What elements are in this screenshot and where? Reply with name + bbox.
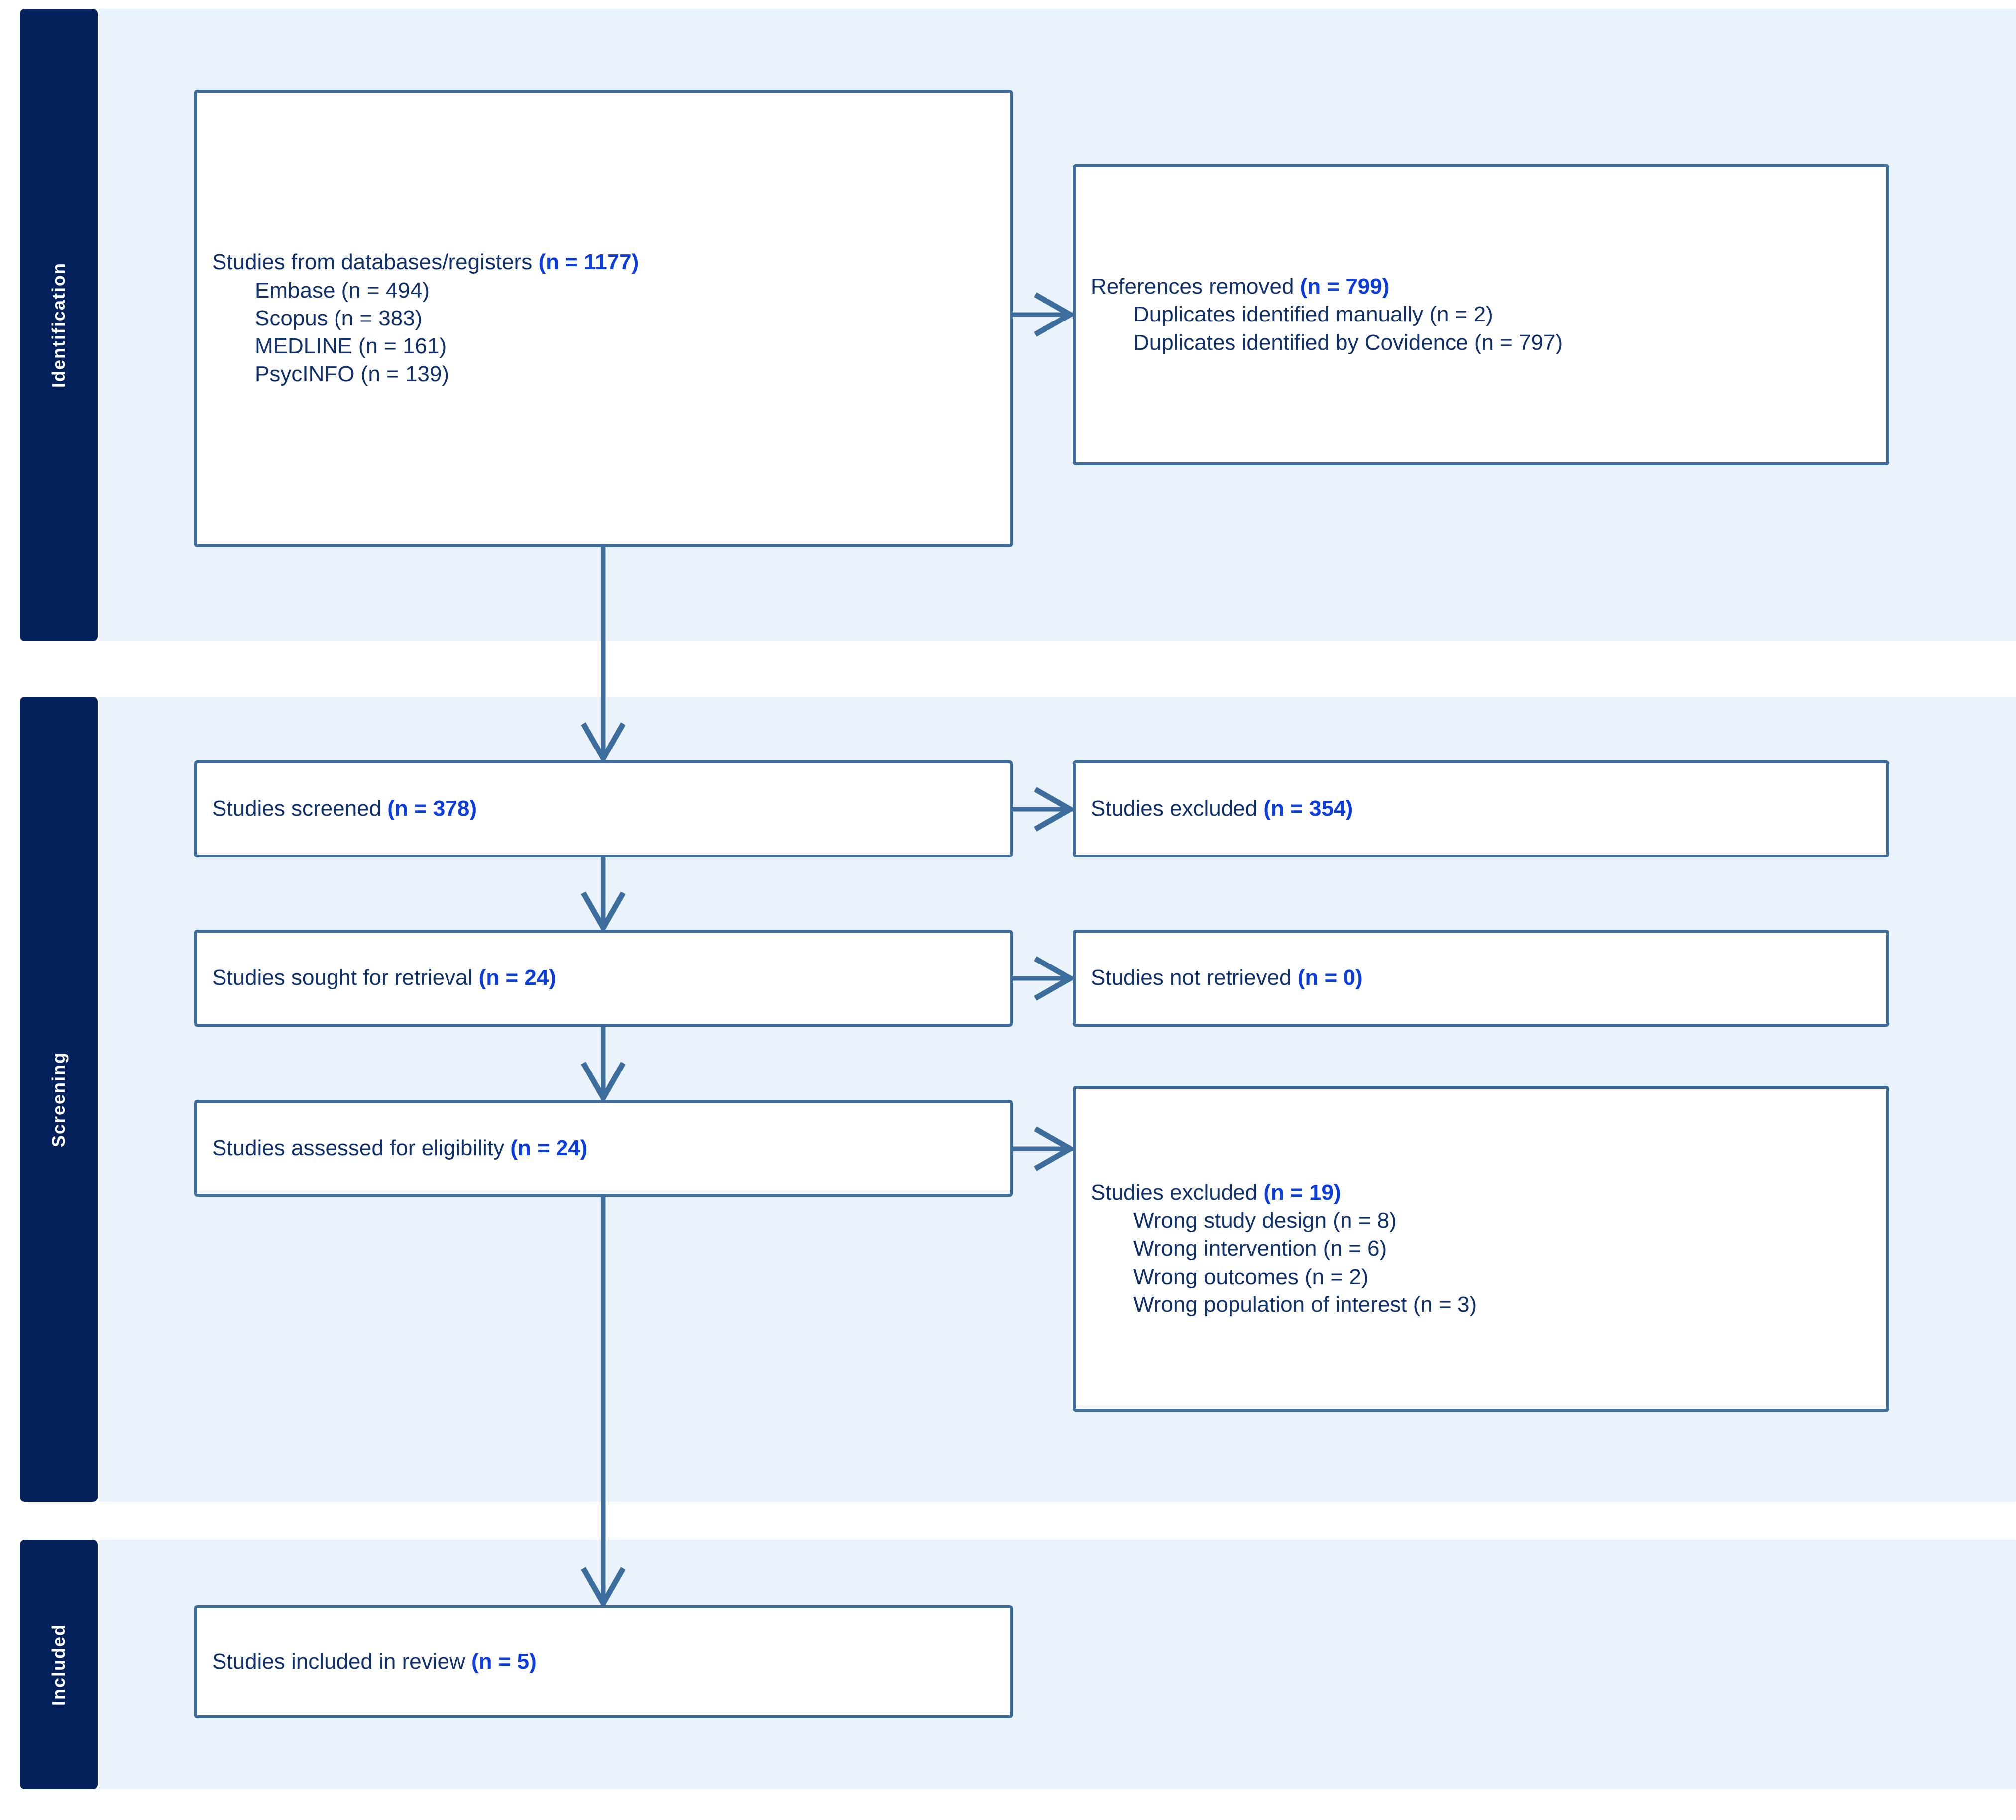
node-refs-removed-title: References removed	[1091, 274, 1294, 299]
node-studies-assessed-for-eligibility[interactable]: Studies assessed for eligibility (n = 24…	[194, 1100, 1013, 1197]
node-included-title: Studies included in review	[212, 1649, 465, 1674]
node-databases-sub-embase: Embase (n = 494)	[255, 278, 430, 303]
node-excluded-screening-title-line: Studies excluded (n = 354)	[1091, 795, 1871, 823]
node-excluded-eligibility-title-line: Studies excluded (n = 19)	[1091, 1179, 1871, 1207]
node-databases-count: (n = 1177)	[538, 250, 639, 275]
node-excluded-sub-wrong-intervention: Wrong intervention (n = 6)	[1133, 1236, 1387, 1261]
node-refs-removed-count: (n = 799)	[1300, 274, 1390, 299]
node-included-title-line: Studies included in review (n = 5)	[212, 1648, 995, 1676]
node-databases-sub-psycinfo: PsycINFO (n = 139)	[255, 362, 449, 387]
node-not-retrieved-title-line: Studies not retrieved (n = 0)	[1091, 964, 1871, 992]
phase-label-included: Included	[20, 1540, 98, 1789]
node-sought-title-line: Studies sought for retrieval (n = 24)	[212, 964, 995, 992]
node-studies-screened[interactable]: Studies screened (n = 378)	[194, 760, 1013, 857]
node-assessed-title-line: Studies assessed for eligibility (n = 24…	[212, 1134, 995, 1162]
phase-label-identification: Identification	[20, 9, 98, 641]
node-databases-sub-scopus: Scopus (n = 383)	[255, 306, 423, 330]
node-not-retrieved-count: (n = 0)	[1297, 965, 1363, 990]
node-studies-not-retrieved[interactable]: Studies not retrieved (n = 0)	[1073, 930, 1889, 1027]
node-databases-title-line: Studies from databases/registers (n = 11…	[212, 248, 995, 276]
node-screened-title: Studies screened	[212, 796, 381, 821]
node-included-count: (n = 5)	[471, 1649, 537, 1674]
phase-label-identification-text: Identification	[48, 262, 69, 388]
node-refs-removed-sub-covidence: Duplicates identified by Covidence (n = …	[1133, 330, 1563, 355]
node-excluded-screening-count: (n = 354)	[1263, 796, 1353, 821]
phase-label-included-text: Included	[48, 1623, 69, 1706]
node-studies-included-in-review[interactable]: Studies included in review (n = 5)	[194, 1605, 1013, 1718]
node-studies-sought-for-retrieval[interactable]: Studies sought for retrieval (n = 24)	[194, 930, 1013, 1027]
node-refs-removed-sub-manual: Duplicates identified manually (n = 2)	[1133, 302, 1493, 327]
node-sought-count: (n = 24)	[478, 965, 556, 990]
node-excluded-sub-wrong-study-design: Wrong study design (n = 8)	[1133, 1208, 1397, 1233]
node-sought-title: Studies sought for retrieval	[212, 965, 473, 990]
phase-label-screening-text: Screening	[48, 1051, 69, 1148]
node-excluded-screening-title: Studies excluded	[1091, 796, 1258, 821]
node-studies-from-databases[interactable]: Studies from databases/registers (n = 11…	[194, 90, 1013, 547]
node-assessed-title: Studies assessed for eligibility	[212, 1136, 504, 1161]
node-screened-title-line: Studies screened (n = 378)	[212, 795, 995, 823]
node-databases-sub-medline: MEDLINE (n = 161)	[255, 334, 447, 359]
node-refs-removed-title-line: References removed (n = 799)	[1091, 273, 1871, 301]
node-excluded-eligibility-title: Studies excluded	[1091, 1180, 1258, 1205]
node-screened-count: (n = 378)	[387, 796, 477, 821]
node-studies-excluded-eligibility[interactable]: Studies excluded (n = 19) Wrong study de…	[1073, 1086, 1889, 1412]
node-excluded-sub-wrong-population: Wrong population of interest (n = 3)	[1133, 1292, 1477, 1317]
phase-label-screening: Screening	[20, 697, 98, 1502]
node-databases-title: Studies from databases/registers	[212, 250, 533, 275]
node-studies-excluded-screening[interactable]: Studies excluded (n = 354)	[1073, 760, 1889, 857]
node-excluded-eligibility-count: (n = 19)	[1263, 1180, 1341, 1205]
node-excluded-sub-wrong-outcomes: Wrong outcomes (n = 2)	[1133, 1264, 1369, 1289]
node-references-removed[interactable]: References removed (n = 799) Duplicates …	[1073, 164, 1889, 465]
node-not-retrieved-title: Studies not retrieved	[1091, 965, 1292, 990]
node-assessed-count: (n = 24)	[510, 1136, 588, 1161]
